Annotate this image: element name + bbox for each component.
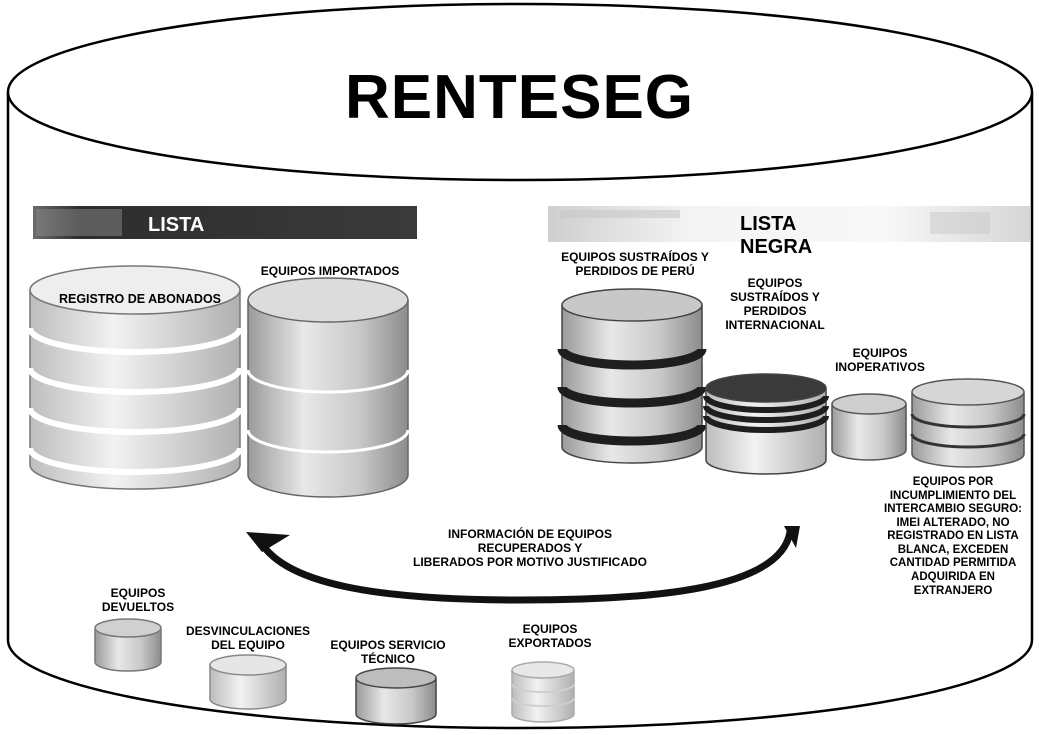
technical-service-cylinder bbox=[355, 667, 437, 725]
unlinked-devices-label: DESVINCULACIONES DEL EQUIPO bbox=[185, 624, 310, 653]
stolen-lost-peru-label: EQUIPOS SUSTRAÍDOS Y PERDIDOS DE PERÚ bbox=[561, 250, 709, 279]
imported-devices-label: EQUIPOS IMPORTADOS bbox=[260, 264, 400, 278]
recovery-flow-label: INFORMACIÓN DE EQUIPOS RECUPERADOS Y LIB… bbox=[412, 527, 647, 570]
stolen-lost-peru-cylinder bbox=[557, 288, 707, 464]
inoperative-cylinder bbox=[831, 393, 907, 461]
main-database-cylinder bbox=[6, 2, 1034, 730]
non-compliance-label: EQUIPOS POR INCUMPLIMIENTO DEL INTERCAMB… bbox=[884, 476, 1022, 597]
subscriber-registry-label: REGISTRO DE ABONADOS bbox=[58, 292, 222, 306]
inoperative-label: EQUIPOS INOPERATIVOS bbox=[835, 346, 925, 375]
black-list-heading: LISTA NEGRA bbox=[740, 213, 813, 258]
subscriber-registry-cylinder bbox=[27, 265, 243, 490]
stolen-lost-international-label: EQUIPOS SUSTRAÍDOS Y PERDIDOS INTERNACIO… bbox=[725, 276, 825, 333]
imported-devices-cylinder bbox=[246, 277, 410, 498]
unlinked-devices-cylinder bbox=[209, 654, 287, 710]
exported-devices-label: EQUIPOS EXPORTADOS bbox=[508, 622, 592, 651]
returned-devices-label: EQUIPOS DEVUELTOS bbox=[101, 586, 175, 615]
black-list-banner bbox=[548, 206, 1030, 242]
exported-devices-cylinder bbox=[511, 661, 575, 723]
non-compliance-cylinder bbox=[910, 378, 1026, 468]
returned-devices-cylinder bbox=[94, 618, 162, 672]
stolen-lost-international-cylinder bbox=[703, 373, 829, 475]
recovery-flow-arrow bbox=[246, 526, 800, 604]
technical-service-label: EQUIPOS SERVICIO TÉCNICO bbox=[330, 638, 446, 667]
device-cylinders bbox=[27, 265, 1026, 725]
white-list-banner bbox=[33, 206, 417, 239]
page-title: RENTESEG bbox=[344, 63, 695, 132]
white-list-heading: LISTA BLANCA bbox=[148, 214, 233, 259]
